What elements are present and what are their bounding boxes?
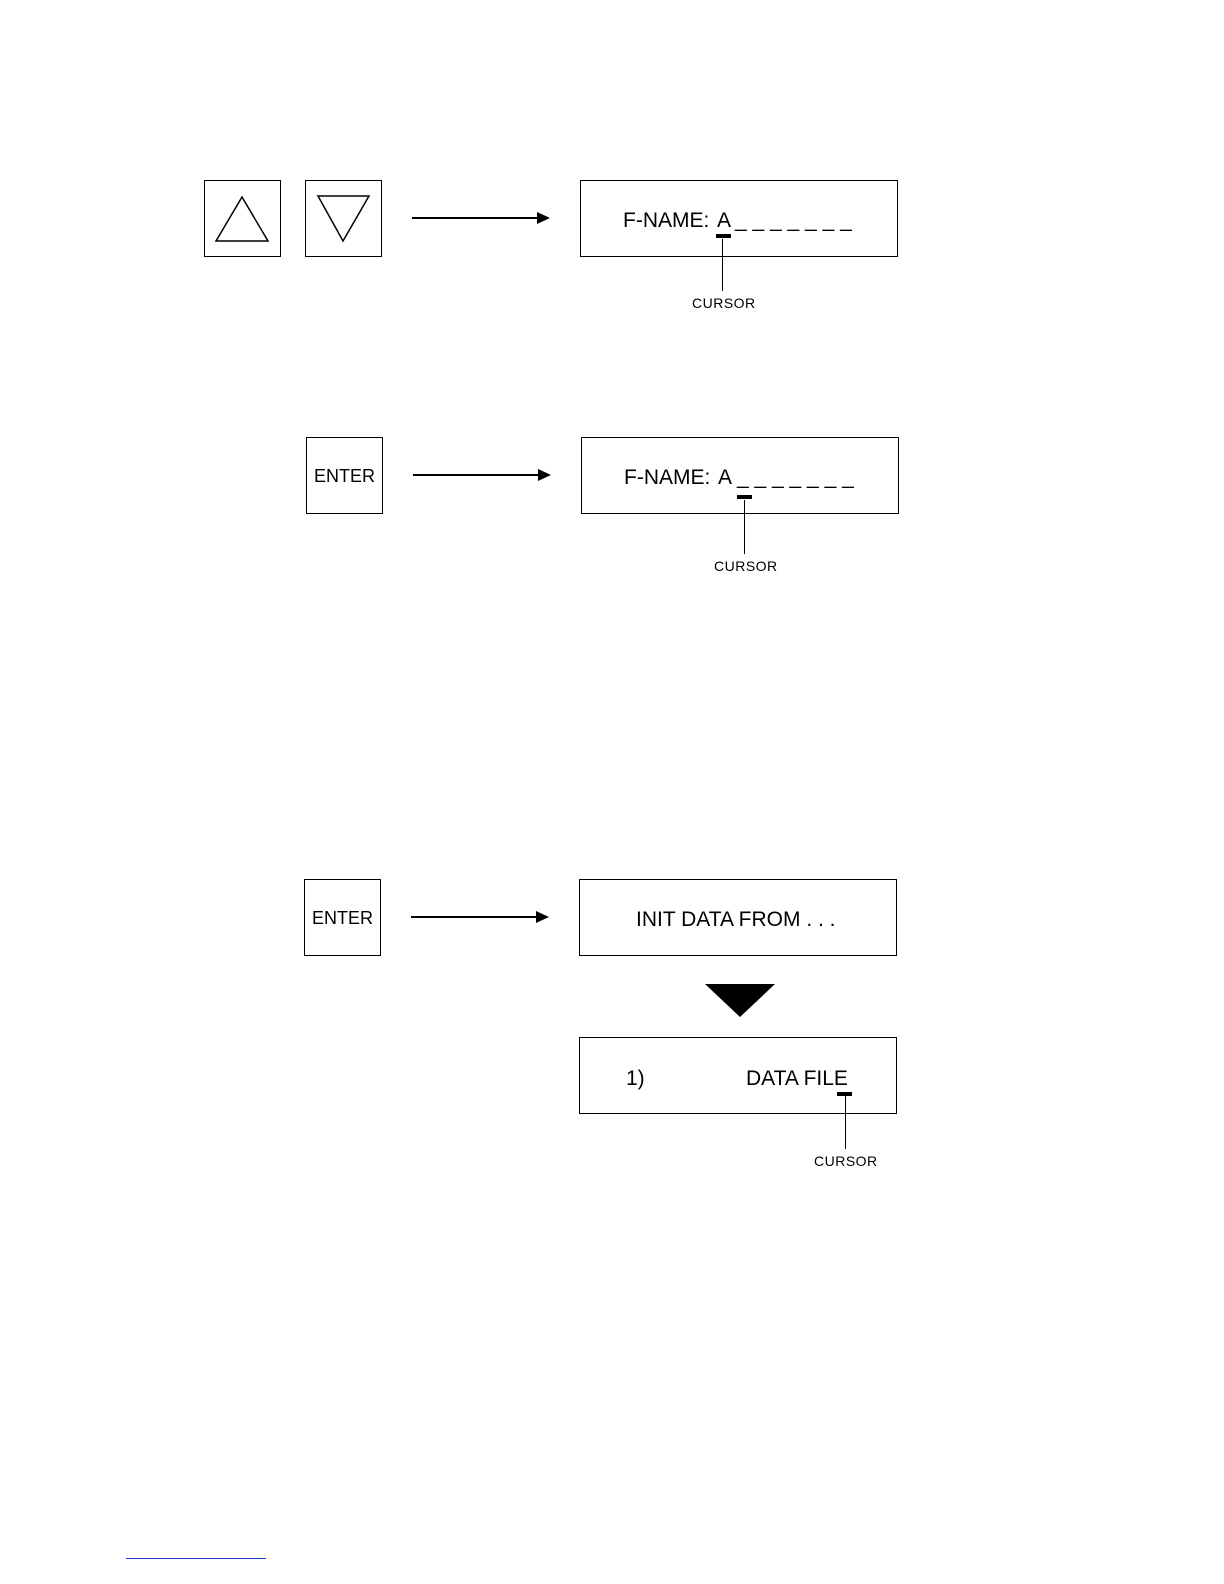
lcd-display-fname-1: F-NAME: A _ _ _ _ _ _ _ xyxy=(580,180,898,257)
fname-blanks: _ _ _ _ _ _ _ xyxy=(737,466,854,490)
option-name: DATA FILE xyxy=(746,1067,848,1091)
right-arrow-icon xyxy=(411,911,549,923)
right-arrow-icon xyxy=(413,469,551,481)
cursor-leader-line xyxy=(722,239,723,291)
init-data-text: INIT DATA FROM . . . xyxy=(636,908,836,932)
lcd-display-option: 1) DATA FILE xyxy=(579,1037,897,1114)
up-key[interactable] xyxy=(204,180,281,257)
down-key[interactable] xyxy=(305,180,382,257)
enter-key-label: ENTER xyxy=(305,908,380,929)
cursor-label: CURSOR xyxy=(814,1153,878,1169)
cursor-marker xyxy=(737,495,752,499)
up-triangle-icon xyxy=(205,181,279,255)
lcd-display-fname-2: F-NAME: A _ _ _ _ _ _ _ xyxy=(581,437,899,514)
fname-char: A xyxy=(718,466,732,490)
down-triangle-icon xyxy=(306,181,380,255)
cursor-label: CURSOR xyxy=(714,558,778,574)
option-index: 1) xyxy=(626,1067,645,1091)
footer-rule xyxy=(126,1558,266,1559)
cursor-leader-line xyxy=(845,1095,846,1149)
cursor-marker xyxy=(716,234,731,238)
lcd-display-init: INIT DATA FROM . . . xyxy=(579,879,897,956)
enter-key[interactable]: ENTER xyxy=(306,437,383,514)
enter-key-label: ENTER xyxy=(307,466,382,487)
cursor-label: CURSOR xyxy=(692,295,756,311)
fname-char: A xyxy=(717,209,731,233)
fname-label: F-NAME: xyxy=(623,209,709,233)
right-arrow-icon xyxy=(412,212,550,224)
fname-blanks: _ _ _ _ _ _ _ xyxy=(735,209,852,233)
down-arrow-icon xyxy=(705,984,775,1017)
fname-label: F-NAME: xyxy=(624,466,710,490)
cursor-leader-line xyxy=(744,500,745,554)
enter-key[interactable]: ENTER xyxy=(304,879,381,956)
